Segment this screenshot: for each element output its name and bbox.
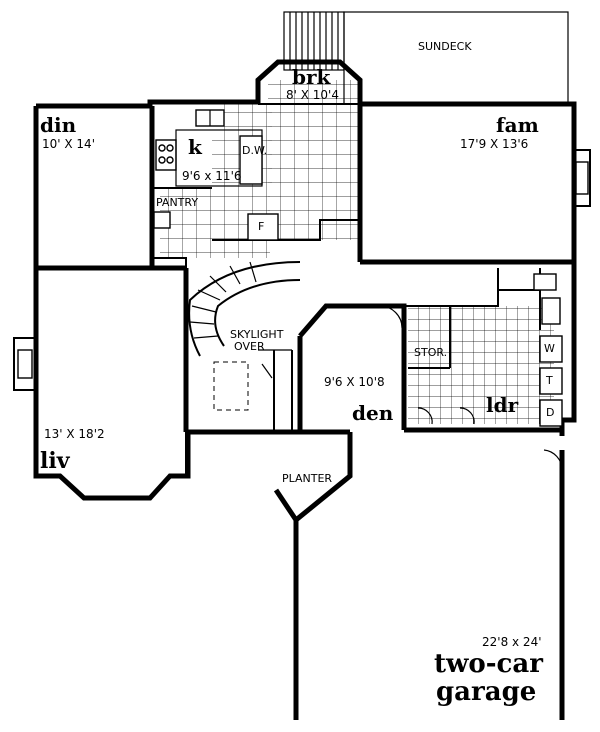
washer-label: W [544, 342, 555, 355]
dim-fam: 17'9 X 13'6 [460, 137, 528, 151]
dim-k: 9'6 x 11'6 [182, 169, 242, 183]
door-swings [261, 305, 563, 471]
room-name-garage-line2: garage [436, 677, 536, 707]
planter-label: PLANTER [282, 472, 332, 485]
skylight-area [213, 349, 293, 432]
pantry-label: PANTRY [156, 196, 198, 209]
tub-icon [539, 367, 563, 395]
tile-floor [160, 80, 554, 424]
laundry-appliances [533, 273, 563, 427]
skylight-label: SKYLIGHT [230, 328, 284, 341]
tub-label: T [545, 374, 553, 387]
stor-label: STOR. [414, 346, 447, 359]
fridge-label: F [258, 220, 264, 233]
room-name-fam: fam [496, 113, 539, 137]
dim-brk: 8' X 10'4 [286, 88, 339, 102]
sundeck: SUNDECK [343, 11, 569, 105]
cooktop-icon [155, 139, 177, 171]
dryer-icon [539, 399, 563, 427]
dishwasher-icon [239, 135, 263, 185]
room-name-garage-line1: two-car [434, 649, 543, 679]
fridge-icon [247, 213, 279, 241]
room-name-liv: liv [40, 448, 71, 474]
room-name-din: din [40, 113, 77, 137]
dw-label: D.W. [242, 144, 267, 157]
kitchen-fixtures [153, 109, 279, 241]
fireplace-icon [13, 149, 591, 391]
dim-din: 10' X 14' [42, 137, 95, 151]
spiral-stair-icon [188, 261, 301, 357]
washer-icon [539, 335, 563, 363]
interior-walls [36, 104, 574, 524]
breakfast-bay [255, 59, 363, 105]
sink-icon [541, 297, 561, 325]
dryer-label: D [546, 406, 554, 419]
room-name-den: den [352, 401, 394, 425]
room-name-brk: brk [292, 65, 332, 89]
toilet-icon [533, 273, 557, 291]
dim-liv: 13' X 18'2 [44, 427, 105, 441]
dim-garage: 22'8 x 24' [482, 635, 542, 649]
room-name-k: k [188, 135, 203, 159]
dim-den: 9'6 X 10'8 [324, 375, 385, 389]
over-label: OVER [234, 340, 265, 353]
room-name-ldr: ldr [486, 393, 519, 417]
sundeck-label: SUNDECK [418, 40, 472, 53]
